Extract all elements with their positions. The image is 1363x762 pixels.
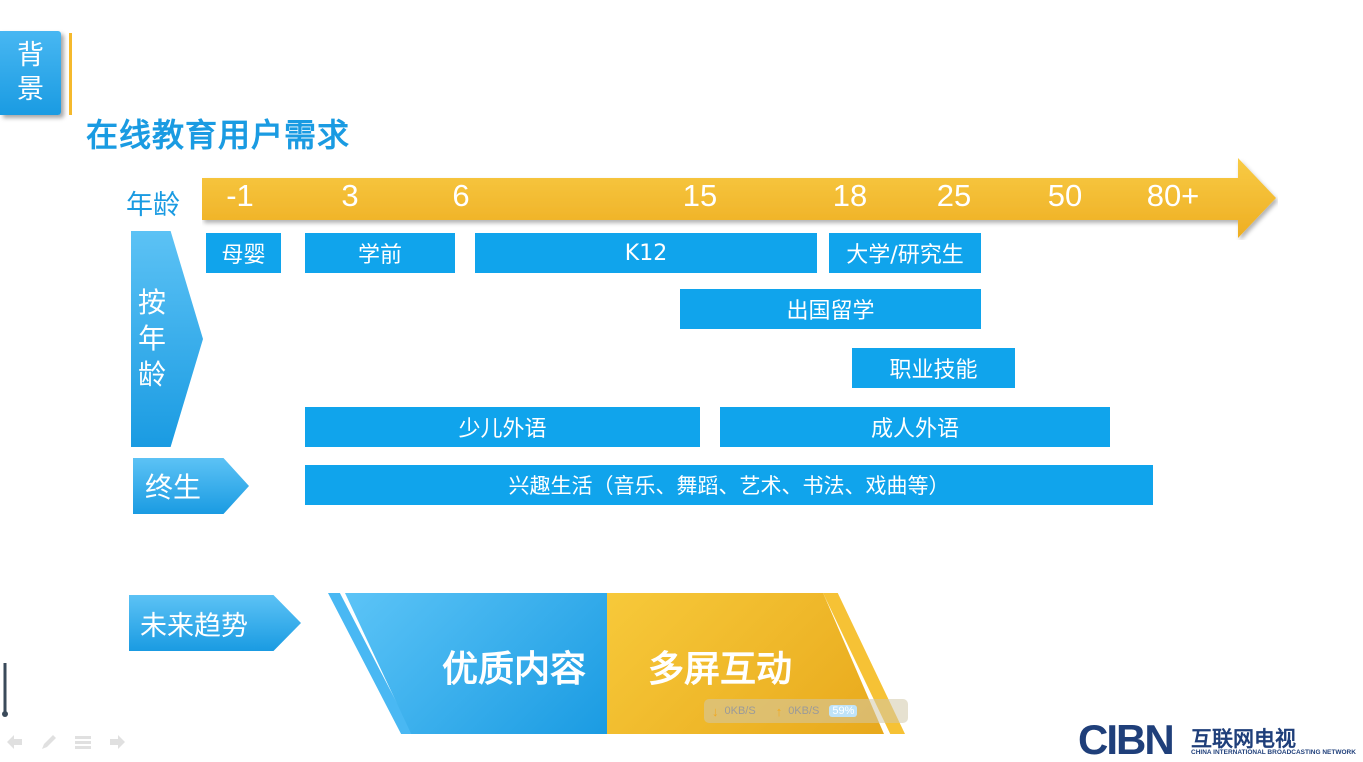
segment-kids-language: 少儿外语 [305, 407, 700, 447]
section-tab-char: 背 [17, 40, 44, 71]
future-trend-chevron: 未来趋势 [129, 595, 301, 651]
age-tick: 3 [341, 178, 359, 213]
age-tick: 18 [832, 178, 868, 213]
age-tick: 80+ [1146, 178, 1200, 213]
segment-adult-language: 成人外语 [720, 407, 1110, 447]
download-arrow-icon: ↓ [712, 703, 719, 719]
age-tick: 6 [452, 178, 470, 213]
usage-percent: 59% [829, 705, 858, 717]
section-tab: 背 景 [0, 31, 61, 115]
upload-arrow-icon: ↑ [775, 703, 783, 719]
age-tick: 50 [1047, 178, 1083, 213]
quality-content-label: 优质内容 [441, 648, 586, 690]
segment-preschool: 学前 [305, 233, 455, 273]
segment-infant: 母婴 [206, 233, 281, 273]
network-speed-widget[interactable]: ↓ 0KB/S ↑ 0KB/S 59% [704, 699, 908, 723]
menu-icon[interactable] [74, 733, 92, 751]
age-tick: 15 [682, 178, 718, 213]
age-tick: -1 [226, 178, 254, 213]
future-trend-label: 未来趋势 [140, 610, 248, 642]
segment-k12: K12 [475, 233, 817, 273]
page-title: 在线教育用户需求 [86, 116, 351, 154]
section-divider [69, 33, 72, 115]
lifelong-label: 终生 [145, 471, 202, 504]
download-speed: 0KB/S [724, 705, 756, 717]
pen-icon[interactable] [40, 733, 58, 751]
by-age-char: 年 [137, 322, 166, 355]
cibn-logo: CIBN 互联网电视 CHINA INTERNATIONAL BROADCAST… [1078, 718, 1358, 762]
age-tick: 25 [936, 178, 972, 213]
quality-content-panel: 优质内容 [345, 593, 610, 734]
by-age-chevron: 按 年 龄 [131, 231, 203, 447]
segment-study-abroad: 出国留学 [680, 289, 981, 329]
age-timeline-arrow [202, 158, 1276, 238]
lifelong-chevron: 终生 [133, 458, 249, 514]
cibn-mark: CIBN [1078, 716, 1175, 762]
cibn-chinese-name: 互联网电视 [1191, 727, 1296, 751]
segment-university: 大学/研究生 [829, 233, 981, 273]
cibn-english-name: CHINA INTERNATIONAL BROADCASTING NETWORK [1191, 749, 1356, 756]
by-age-char: 按 [137, 286, 166, 319]
thermometer-icon [2, 663, 8, 717]
arrow-right-icon[interactable] [108, 733, 126, 751]
by-age-char: 龄 [137, 358, 166, 391]
age-axis-label: 年龄 [126, 190, 180, 221]
section-tab-char: 景 [17, 74, 44, 105]
segment-vocational: 职业技能 [852, 348, 1015, 388]
arrow-left-icon[interactable] [6, 733, 24, 751]
multiscreen-label: 多屏互动 [648, 648, 793, 690]
segment-interest-life: 兴趣生活（音乐、舞蹈、艺术、书法、戏曲等） [305, 465, 1153, 505]
upload-speed: 0KB/S [788, 705, 820, 717]
